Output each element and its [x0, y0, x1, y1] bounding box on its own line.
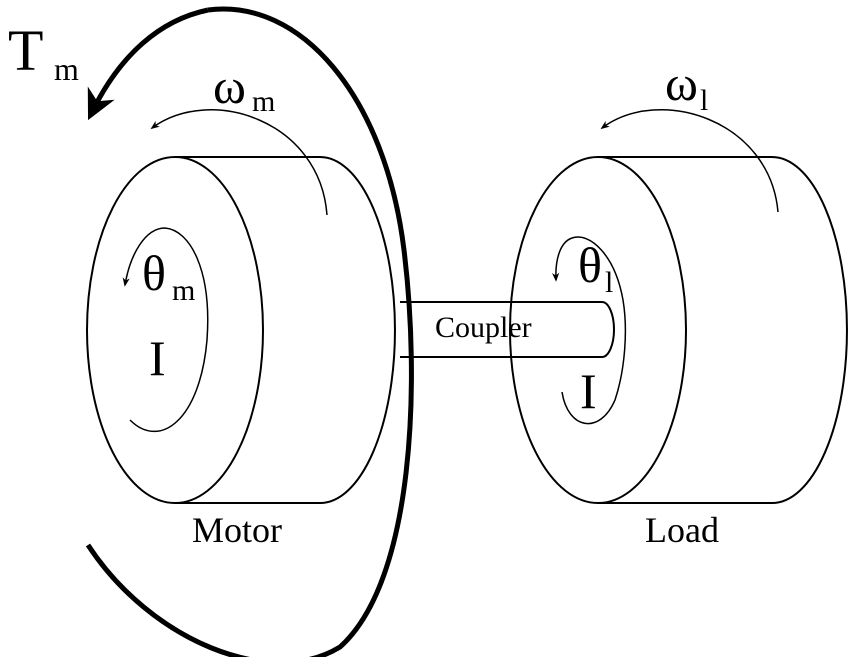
load-angle-symbol: θ [578, 237, 602, 293]
motor-speed-subscript: m [252, 85, 275, 118]
motor-angle-arc [122, 227, 209, 433]
motor-front-face [86, 156, 264, 504]
motor-cylinder [86, 156, 396, 504]
load-front-face [509, 156, 687, 504]
torque-subscript: m [54, 51, 79, 87]
load-speed-symbol: ω [665, 55, 698, 111]
motor-back-face [319, 156, 396, 504]
coupler-label: Coupler [435, 311, 532, 344]
load-label: Load [645, 510, 719, 550]
torque-arrow [85, 6, 414, 657]
torque-symbol: T [8, 18, 43, 83]
load-speed-subscript: l [700, 84, 708, 117]
load-inertia-label: I [580, 363, 597, 419]
load-angle-arc [552, 236, 627, 425]
coupler-shaft [400, 301, 615, 358]
motor-speed-arrow [150, 109, 328, 216]
load-cylinder [509, 156, 848, 504]
torque-arrow-head [87, 7, 209, 121]
load-speed-arrow [600, 109, 779, 213]
motor-label: Motor [192, 510, 282, 550]
load-angle-subscript: l [605, 266, 613, 299]
motor-angle-subscript: m [172, 274, 195, 307]
motor-speed-symbol: ω [213, 58, 246, 114]
load-back-face [771, 156, 848, 504]
motor-angle-symbol: θ [142, 245, 166, 301]
motor-inertia-label: I [149, 330, 166, 386]
